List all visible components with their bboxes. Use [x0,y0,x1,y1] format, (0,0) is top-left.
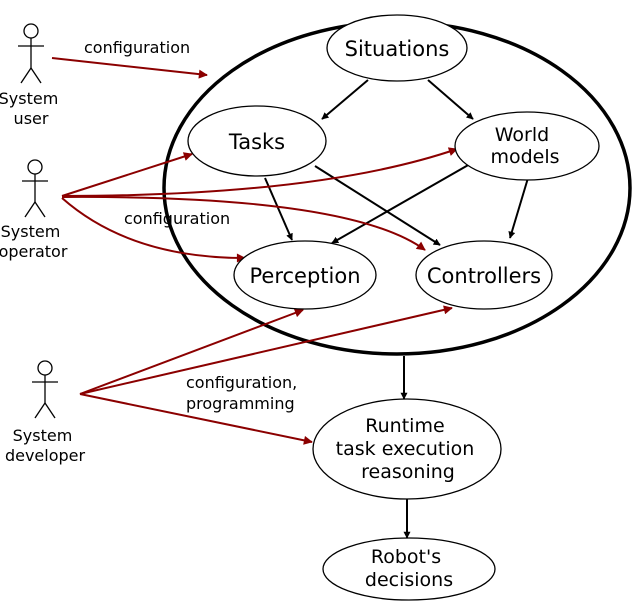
edge-situations-tasks [321,79,369,120]
actor-system-operator-label: System operator [0,222,68,261]
operator-config-label: configuration [124,209,230,228]
edge-situations-world-models [427,79,474,120]
stick-figure-icon [32,360,58,419]
node-runtime-line: Runtime [365,415,444,437]
developer-config-label-line: configuration, [186,373,297,392]
edge-operator-world-models [61,147,458,197]
node-decisions-label: Robot's decisions [365,546,453,591]
node-perception: Perception [233,240,377,310]
node-world-models: World models [454,111,600,181]
actor-label-line: System [1,222,61,241]
node-world-models-line: models [490,146,559,168]
configuration-edges [51,57,458,445]
node-situations: Situations [326,14,468,82]
edge-developer-controllers [79,305,453,395]
edge-world-models-controllers [508,177,529,239]
node-runtime-label: Runtime task execution reasoning [336,415,481,483]
node-decisions-line: decisions [365,569,453,591]
node-tasks-label: Tasks [228,130,285,154]
node-decisions: Robot's decisions [322,537,496,601]
actor-system-user: System user [0,23,63,128]
actor-label-line: developer [5,446,86,465]
node-tasks: Tasks [187,105,327,177]
node-controllers-label: Controllers [427,264,541,288]
node-controllers: Controllers [415,240,553,310]
node-situations-label: Situations [345,37,450,61]
edge-developer-perception [79,308,304,395]
edge-tasks-controllers [314,165,441,246]
actor-system-developer-label: System developer [5,426,86,465]
edge-developer-runtime [79,393,313,445]
node-perception-label: Perception [249,264,360,288]
actor-system-operator: System operator [0,159,68,261]
edge-operator-controllers [61,195,426,251]
dependency-edges [264,79,529,539]
node-world-models-line: World [495,124,549,146]
stick-figure-icon [18,23,44,84]
edge-operator-perception [61,197,246,263]
edge-operator-tasks [61,152,193,197]
actor-label-line: user [14,109,49,128]
developer-config-label: configuration, programming [186,373,302,413]
node-world-models-label: World models [490,124,559,168]
node-runtime-line: task execution [336,438,475,460]
actor-system-user-label: System user [0,89,63,128]
edge-tasks-perception [264,177,293,241]
developer-config-label-line: programming [186,394,295,413]
node-runtime-line: reasoning [361,461,455,483]
actor-label-line: System [13,426,73,445]
node-runtime: Runtime task execution reasoning [312,398,502,500]
stick-figure-icon [22,159,48,218]
edge-world-models-perception [331,163,471,244]
actor-system-developer: System developer [5,360,86,465]
user-config-label: configuration [84,38,190,57]
actor-label-line: System [0,89,58,108]
edge-user-config [51,57,208,79]
actor-label-line: operator [0,242,68,261]
node-decisions-line: Robot's [371,546,441,568]
